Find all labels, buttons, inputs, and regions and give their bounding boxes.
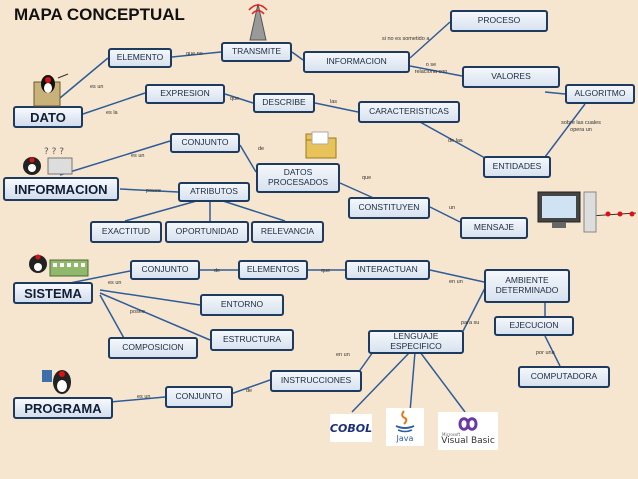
- concept-dato: DATO: [13, 106, 83, 128]
- mascot-informacion-icon: ? ? ?: [23, 147, 73, 175]
- node-elemento: ELEMENTO: [108, 48, 172, 68]
- link-en-un-2: en un: [336, 352, 350, 358]
- concept-programa: PROGRAMA: [13, 397, 113, 419]
- link-las: las: [330, 99, 338, 105]
- link-es-un-2: es un: [131, 153, 145, 159]
- mascot-sistema-icon: [29, 254, 89, 277]
- java-logo-text: Java: [396, 434, 414, 443]
- node-entorno: ENTORNO: [200, 294, 284, 316]
- link-que-1: que: [230, 96, 240, 102]
- vb-logo-microsoft: Microsoft: [442, 432, 461, 437]
- cobol-logo: COBOL: [330, 414, 372, 442]
- node-conjunto-1: CONJUNTO: [170, 133, 240, 153]
- node-composicion: COMPOSICION: [108, 337, 198, 359]
- link-que-3: que: [321, 268, 331, 274]
- vb-logo-text: Visual Basic: [441, 436, 495, 446]
- node-describe: DESCRIBE: [253, 93, 315, 113]
- mascot-programa-icon: [42, 370, 71, 394]
- node-estructura: ESTRUCTURA: [210, 329, 294, 351]
- java-logo: Java: [386, 408, 424, 446]
- link-sobre-las: sobre las cuales opera un: [561, 120, 601, 133]
- link-o-se: o se relaciona con: [414, 62, 448, 75]
- node-proceso: PROCESO: [450, 10, 548, 32]
- node-ambiente-determinado: AMBIENTE DETERMINADO: [484, 269, 570, 303]
- node-conjunto-2: CONJUNTO: [130, 260, 200, 280]
- link-posee-2: posee: [130, 309, 145, 315]
- link-para-su: para su: [461, 320, 480, 326]
- link-es-un-1: es un: [90, 84, 104, 90]
- link-es-un-4: es un: [137, 394, 151, 400]
- computer-icon: [537, 191, 635, 233]
- node-computadora: COMPUTADORA: [518, 366, 610, 388]
- link-de-las: de las: [448, 138, 463, 144]
- node-algoritmo: ALGORITMO: [565, 84, 635, 104]
- page-title: MAPA CONCEPTUAL: [14, 5, 185, 24]
- mascot-dato-icon: [33, 73, 69, 107]
- node-instrucciones: INSTRUCCIONES: [270, 370, 362, 392]
- node-ejecucion: EJECUCION: [494, 316, 574, 336]
- link-un: un: [449, 205, 456, 211]
- link-de-2: de: [214, 268, 221, 274]
- link-en-un-1: en un: [449, 279, 463, 285]
- node-exactitud: EXACTITUD: [90, 221, 162, 243]
- node-transmite: TRANSMITE: [221, 42, 292, 62]
- visual-basic-logo: Microsoft Visual Basic: [438, 412, 498, 450]
- svg-text:? ? ?: ? ? ?: [44, 147, 64, 157]
- link-que-no: que no: [186, 51, 203, 57]
- link-es-la: es la: [106, 110, 118, 116]
- link-si-no: si no es sometido a: [382, 36, 430, 42]
- concept-sistema: SISTEMA: [13, 282, 93, 304]
- node-informacion: INFORMACION: [303, 51, 410, 73]
- node-atributos: ATRIBUTOS: [178, 182, 250, 202]
- link-de-3: de: [246, 388, 253, 394]
- node-relevancia: RELEVANCIA: [251, 221, 324, 243]
- node-caracteristicas: CARACTERISTICAS: [358, 101, 460, 123]
- node-entidades: ENTIDADES: [483, 156, 551, 178]
- cobol-logo-text: COBOL: [329, 421, 373, 435]
- node-valores: VALORES: [462, 66, 560, 88]
- node-expresion: EXPRESION: [145, 84, 225, 104]
- link-que-2: que: [362, 175, 372, 181]
- concept-informacion: INFORMACION: [3, 177, 119, 201]
- node-elementos: ELEMENTOS: [238, 260, 308, 280]
- node-conjunto-3: CONJUNTO: [165, 386, 233, 408]
- node-datos-procesados: DATOS PROCESADOS: [256, 163, 340, 193]
- link-de-1: de: [258, 146, 265, 152]
- link-por-una: por una: [536, 350, 555, 356]
- node-oportunidad: OPORTUNIDAD: [165, 221, 249, 243]
- folder-icon: [305, 131, 337, 159]
- node-lenguaje-especifico: LENGUAJE ESPECIFICO: [368, 330, 464, 354]
- antenna-icon: [248, 3, 268, 41]
- infinity-icon: [458, 417, 478, 431]
- link-es-un-3: es un: [108, 280, 122, 286]
- link-posee-1: posee: [146, 188, 161, 194]
- node-interactuan: INTERACTUAN: [345, 260, 430, 280]
- node-mensaje: MENSAJE: [460, 217, 528, 239]
- node-constituyen: CONSTITUYEN: [348, 197, 430, 219]
- java-cup-icon: [395, 410, 415, 433]
